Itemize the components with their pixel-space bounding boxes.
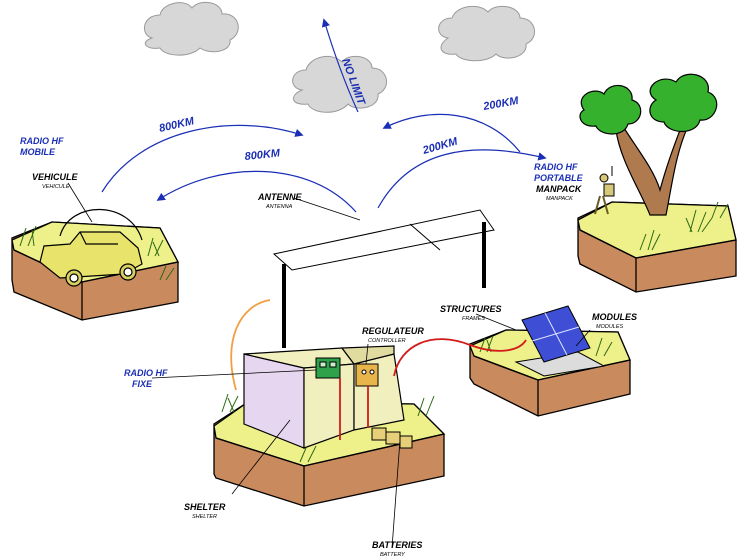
label-shelter-sub: SHELTER [192,514,217,520]
cloud-right [438,5,535,62]
label-regulator: REGULATEUR [362,326,424,336]
label-batteries-sub: BATTERY [380,552,405,558]
manpack-island [577,201,737,293]
label-radio-mobile-line1: RADIO HF [20,136,64,146]
label-antenna-sub: ANTENNA [265,204,293,210]
link-arrows [101,18,547,213]
label-vehicle-sub: VEHICULE [42,184,70,190]
arrow-vehicle-up [101,124,304,193]
label-batteries: BATTERIES [372,540,422,550]
solar-panel-icon [521,305,591,363]
label-manpack: MANPACK [536,184,583,194]
antenna-structure [272,209,495,348]
radio-hf-fixed-unit-icon [315,357,341,379]
label-radio-fixed-line2: FIXE [132,379,153,389]
shelter-building [243,345,405,449]
arrow-portable-down [377,149,547,209]
label-structures-sub: FRAMES [462,316,485,322]
label-structures: STRUCTURES [440,304,502,314]
arrow-portable-up [382,113,521,153]
cloud-center [292,55,387,113]
label-radio-mobile-line2: MOBILE [20,147,56,157]
label-radio-portable-line2: PORTABLE [534,173,584,183]
label-radio-portable-line1: RADIO HF [534,162,578,172]
tree-trunks [615,119,691,216]
link-label-portable-up: 200KM [481,95,520,113]
label-antenna: ANTENNE [257,192,302,202]
label-regulator-sub: CONTROLLER [368,338,406,344]
label-shelter: SHELTER [184,502,226,512]
label-manpack-sub: MANPACK [546,196,573,202]
manpack-grass [639,201,729,251]
label-modules-sub: MODULES [596,324,624,330]
link-label-portable-down: 200KM [421,135,460,157]
link-label-vehicle-down: 800KM [244,147,281,163]
tree-crowns [579,73,718,135]
vehicle-jeep-icon [39,208,143,287]
battery-pack-icon [371,427,413,449]
shelter-grass [221,393,435,463]
arrow-sky [321,18,359,113]
label-radio-fixed-line1: RADIO HF [124,368,168,378]
arrow-vehicle-down [156,170,357,213]
regulator-box-icon [355,363,379,387]
cloud-left [144,1,239,56]
vehicle-grass [19,225,175,281]
manpack-soldier-icon [594,166,615,215]
label-vehicle: VEHICULE [32,172,79,182]
leader-lines [67,182,591,549]
label-modules: MODULES [592,312,637,322]
